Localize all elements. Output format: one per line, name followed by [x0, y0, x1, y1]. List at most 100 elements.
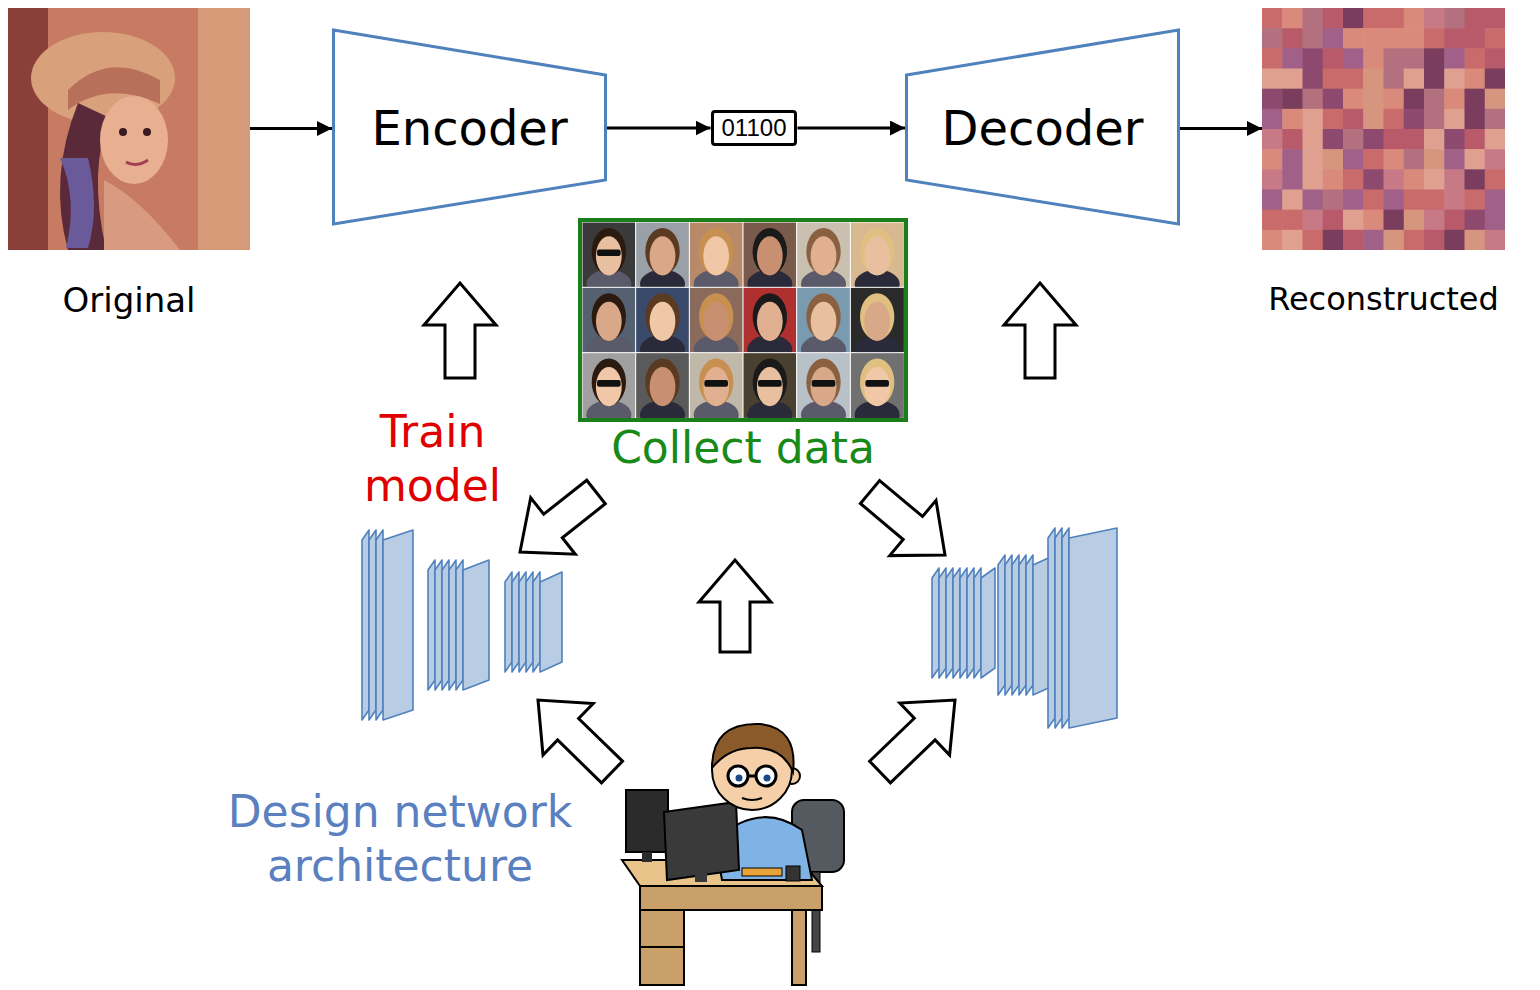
photo-shape — [126, 160, 148, 165]
mosaic-block — [1444, 28, 1465, 49]
mosaic-block — [1465, 149, 1486, 170]
mosaic-block — [1424, 69, 1445, 90]
mosaic-block — [1343, 190, 1364, 211]
mosaic-block — [1404, 89, 1425, 110]
mosaic-block — [1485, 8, 1505, 29]
mosaic-block — [1343, 28, 1364, 49]
mosaic-block — [1444, 169, 1465, 190]
design-label: Design network architecture — [200, 785, 600, 892]
mosaic-block — [1343, 69, 1364, 90]
mosaic-block — [1282, 109, 1303, 130]
mosaic-block — [1404, 28, 1425, 49]
mosaic-block — [1384, 129, 1405, 150]
mosaic-block — [1384, 89, 1405, 110]
mosaic-block — [1323, 149, 1344, 170]
network-layer — [998, 555, 1005, 695]
mosaic-block — [1282, 28, 1303, 49]
glasses-lens — [756, 766, 776, 786]
network-layer — [512, 572, 519, 672]
mosaic-block — [1384, 48, 1405, 69]
glasses-lens — [728, 766, 748, 786]
block-arrow — [870, 700, 955, 783]
mosaic-block — [1424, 149, 1445, 170]
mosaic-block — [1485, 230, 1505, 250]
face-sunglasses — [758, 380, 782, 387]
face-hair — [699, 359, 733, 406]
glasses-bridge — [748, 775, 756, 778]
mosaic-block — [1384, 109, 1405, 130]
mosaic-block — [1485, 69, 1505, 90]
connector-arrow — [607, 127, 711, 130]
mosaic-block — [1384, 69, 1405, 90]
mosaic-block — [1282, 48, 1303, 69]
mosaic-block — [1323, 28, 1344, 49]
face-sunglasses — [597, 249, 621, 256]
face-hair — [860, 293, 894, 340]
mosaic-block — [1424, 89, 1445, 110]
face-skin — [864, 302, 890, 341]
drawer-line — [640, 946, 684, 948]
mosaic-block — [1282, 190, 1303, 211]
mosaic-block — [1343, 230, 1364, 250]
face-hair — [592, 359, 626, 406]
face-hair — [699, 293, 733, 340]
face-hair — [806, 228, 840, 275]
mosaic-block — [1323, 210, 1344, 231]
photo-shape — [198, 8, 250, 250]
decoder-block: Decoder — [905, 20, 1180, 236]
face-hair — [753, 228, 787, 275]
network-layer — [1062, 528, 1069, 728]
network-layer — [974, 568, 981, 678]
network-layer — [932, 568, 939, 678]
mosaic-block — [1303, 210, 1324, 231]
dataset-box: Collect data — [578, 218, 908, 422]
mosaic-block — [1343, 8, 1364, 29]
mosaic-block — [1303, 230, 1324, 250]
face-sunglasses — [812, 380, 836, 387]
mosaic-block — [1485, 169, 1505, 190]
face-hair — [592, 228, 626, 275]
mosaic-block — [1444, 109, 1465, 130]
mosaic-block — [1343, 89, 1364, 110]
mosaic-block — [1323, 230, 1344, 250]
network-layer — [540, 572, 562, 672]
mosaic-block — [1343, 48, 1364, 69]
programmer-hair — [712, 724, 794, 772]
mosaic-block — [1424, 8, 1445, 29]
mosaic-block — [1262, 230, 1283, 250]
mosaic-block — [1262, 129, 1283, 150]
mosaic-block — [1384, 190, 1405, 211]
face-skin — [650, 236, 676, 275]
mosaic-block — [1262, 48, 1283, 69]
mosaic-block — [1465, 230, 1486, 250]
face-skin — [596, 236, 622, 275]
network-layer — [946, 568, 953, 678]
mosaic-block — [1343, 169, 1364, 190]
mosaic-block — [1363, 48, 1384, 69]
block-arrow — [699, 560, 771, 652]
image-label: Original — [62, 280, 195, 321]
caption-group: Collect data — [611, 422, 875, 475]
mosaic-block — [1485, 129, 1505, 150]
decoder-block-outline — [907, 30, 1179, 224]
network-layer — [376, 530, 383, 720]
mosaic-block — [1444, 48, 1465, 69]
mosaic-block — [1465, 28, 1486, 49]
mosaic-block — [1444, 230, 1465, 250]
photo-shape — [8, 8, 48, 250]
mosaic-block — [1363, 169, 1384, 190]
mosaic-block — [1404, 109, 1425, 130]
mosaic-block — [1262, 149, 1283, 170]
mosaic-block — [1465, 129, 1486, 150]
mosaic-block — [1282, 129, 1303, 150]
face-grid — [582, 222, 904, 418]
mosaic-block — [1465, 109, 1486, 130]
mosaic-block — [1363, 109, 1384, 130]
mosaic-block — [1363, 28, 1384, 49]
block-arrow — [520, 480, 605, 554]
mosaic-block — [1262, 69, 1283, 90]
bitstream-text: 01100 — [722, 113, 787, 143]
block-title: Decoder — [942, 100, 1144, 156]
face-skin — [811, 302, 837, 341]
network-layer — [939, 568, 946, 678]
